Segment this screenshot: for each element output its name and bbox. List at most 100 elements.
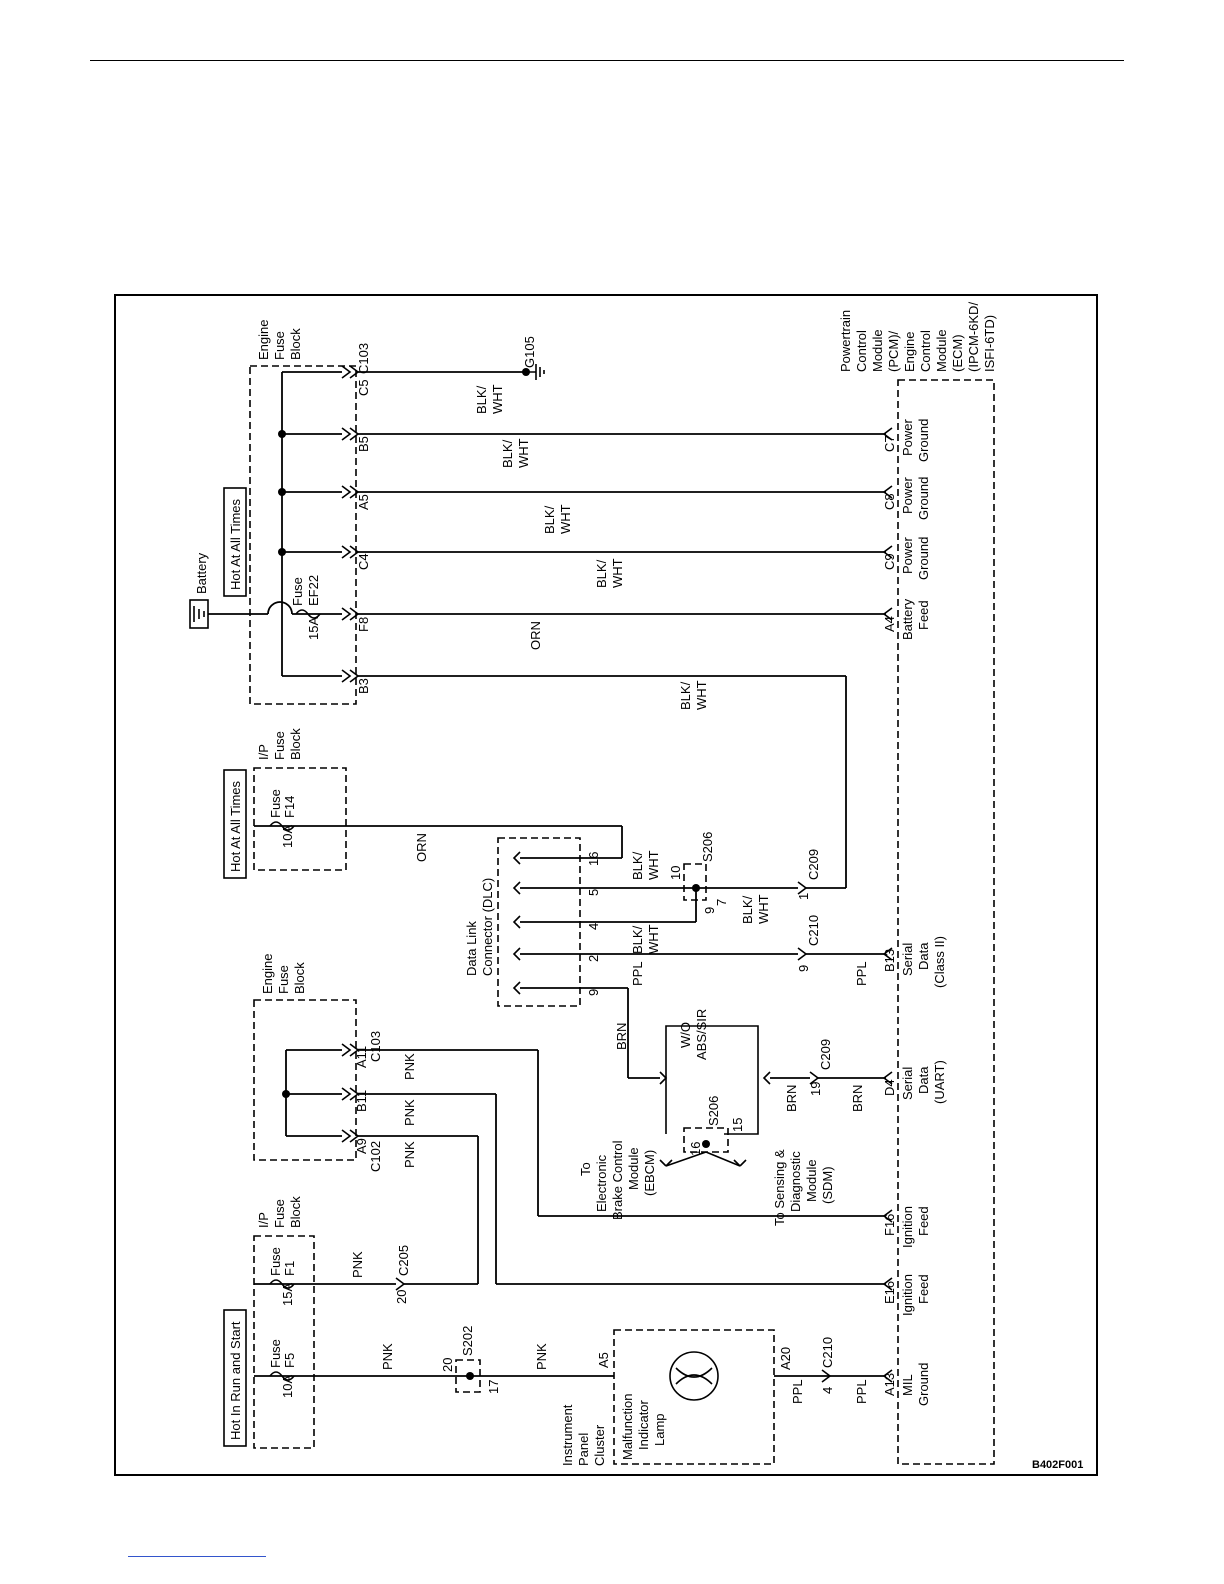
svg-text:B3: B3 xyxy=(356,678,371,694)
engine-bus-2-junction-b5 xyxy=(278,430,286,438)
label-s206-a: S206 xyxy=(700,832,715,862)
svg-text:PNK: PNK xyxy=(380,1343,395,1370)
svg-text:To: To xyxy=(578,1162,593,1176)
svg-text:Block: Block xyxy=(288,328,303,360)
wo-abs-bypass xyxy=(665,1025,759,1078)
label-engine-fuse-block-1: Engine Fuse Block xyxy=(260,954,307,994)
svg-text:Ignition: Ignition xyxy=(900,1274,915,1316)
label-dlc: Data Link Connector (DLC) xyxy=(464,878,495,976)
svg-text:BRN: BRN xyxy=(784,1085,799,1112)
svg-text:(IPCM-6KD/: (IPCM-6KD/ xyxy=(966,302,981,372)
svg-text:Power: Power xyxy=(900,476,915,514)
svg-text:Control: Control xyxy=(918,330,933,372)
fuse-symbols xyxy=(269,609,321,1381)
svg-text:BLK/: BLK/ xyxy=(500,439,515,468)
svg-text:Battery: Battery xyxy=(900,598,915,640)
svg-text:PPL: PPL xyxy=(630,961,645,986)
wire-color-labels: PNK PNK PNK PNK PNK PNK PPL PPL PPL PPL … xyxy=(350,384,869,1404)
svg-text:Feed: Feed xyxy=(916,1206,931,1236)
svg-text:BRN: BRN xyxy=(850,1085,865,1112)
svg-text:BLK/: BLK/ xyxy=(594,559,609,588)
svg-text:Block: Block xyxy=(292,962,307,994)
svg-text:BLK/: BLK/ xyxy=(630,851,645,880)
svg-text:Fuse: Fuse xyxy=(276,965,291,994)
svg-text:Power: Power xyxy=(900,418,915,456)
ip-fuse-block-box-1 xyxy=(253,1235,315,1449)
svg-text:Brake Control: Brake Control xyxy=(610,1140,625,1220)
fuse-f1-label: 15A Fuse F1 xyxy=(268,1247,297,1306)
label-g105: G105 xyxy=(522,336,537,368)
svg-text:Serial: Serial xyxy=(900,1067,915,1100)
svg-text:Fuse: Fuse xyxy=(272,731,287,760)
svg-text:WHT: WHT xyxy=(610,558,625,588)
label-c210-b: C210 xyxy=(820,1337,835,1368)
svg-text:Hot At All Times: Hot At All Times xyxy=(228,780,243,872)
svg-text:C8: C8 xyxy=(882,493,897,510)
svg-text:C9: C9 xyxy=(882,553,897,570)
svg-text:F1: F1 xyxy=(282,1261,297,1276)
svg-text:PPL: PPL xyxy=(854,961,869,986)
svg-text:Module: Module xyxy=(934,329,949,372)
svg-text:B5: B5 xyxy=(356,436,371,452)
svg-text:10A: 10A xyxy=(280,825,295,848)
label-c103-a: C103 xyxy=(368,1031,383,1062)
svg-text:A11: A11 xyxy=(354,1046,369,1068)
svg-text:BLK/: BLK/ xyxy=(542,505,557,534)
top-rule xyxy=(90,60,1124,61)
s202-junction xyxy=(466,1372,474,1380)
svg-text:Module: Module xyxy=(804,1159,819,1202)
svg-text:16: 16 xyxy=(586,852,601,866)
svg-text:PPL: PPL xyxy=(790,1379,805,1404)
label-hot-at-all-times-2: Hot At All Times xyxy=(223,487,247,597)
svg-text:Feed: Feed xyxy=(916,1274,931,1304)
svg-text:Diagnostic: Diagnostic xyxy=(788,1151,803,1212)
svg-text:W/O: W/O xyxy=(678,1022,693,1048)
label-c205: C205 xyxy=(396,1245,411,1276)
svg-text:Data Link: Data Link xyxy=(464,921,479,976)
svg-text:Hot At All Times: Hot At All Times xyxy=(228,498,243,590)
svg-text:Engine: Engine xyxy=(256,320,271,360)
svg-text:F16: F16 xyxy=(882,1214,897,1236)
engine-bus-2-junction-c4 xyxy=(278,548,286,556)
svg-text:I/P: I/P xyxy=(256,744,271,760)
svg-text:Data: Data xyxy=(916,1066,931,1094)
svg-text:F5: F5 xyxy=(282,1353,297,1368)
svg-text:19: 19 xyxy=(808,1082,823,1096)
svg-text:Fuse: Fuse xyxy=(268,789,283,818)
svg-text:Powertrain: Powertrain xyxy=(838,310,853,372)
arrow-ebcm-icon xyxy=(659,1159,673,1167)
svg-text:Ignition: Ignition xyxy=(900,1206,915,1248)
fuse-f5-label: 10A Fuse F5 xyxy=(268,1339,297,1398)
svg-text:Module: Module xyxy=(870,329,885,372)
svg-text:Engine: Engine xyxy=(902,332,917,372)
svg-text:WHT: WHT xyxy=(646,850,661,880)
svg-text:Malfunction: Malfunction xyxy=(620,1394,635,1460)
svg-text:Cluster: Cluster xyxy=(592,1424,607,1466)
pcm-terminal-labels: MIL Ground Ignition Feed Ignition Feed S… xyxy=(900,418,947,1406)
svg-text:Engine: Engine xyxy=(260,954,275,994)
engine-fuse-block-box-2 xyxy=(249,365,357,705)
fuse-ef22-label: 15A Fuse EF22 xyxy=(290,575,321,640)
svg-text:BLK/: BLK/ xyxy=(630,925,645,954)
svg-text:20: 20 xyxy=(394,1290,409,1304)
svg-text:BRN: BRN xyxy=(614,1023,629,1050)
s206-junction-b xyxy=(702,1140,710,1148)
s206-branch xyxy=(665,1078,759,1135)
mil-lamp-symbol xyxy=(669,1351,719,1401)
figure-id: B402F001 xyxy=(1032,1459,1083,1471)
svg-text:20: 20 xyxy=(440,1358,455,1372)
svg-text:Fuse: Fuse xyxy=(272,331,287,360)
label-s206-b: S206 xyxy=(706,1096,721,1126)
svg-text:WHT: WHT xyxy=(756,894,771,924)
svg-text:A5: A5 xyxy=(596,1352,611,1368)
svg-text:ABS/SIR: ABS/SIR xyxy=(694,1009,709,1060)
svg-text:WHT: WHT xyxy=(516,438,531,468)
ip-fuse-block-box-2 xyxy=(253,767,347,871)
s206-junction xyxy=(692,884,700,892)
svg-text:C4: C4 xyxy=(356,553,371,570)
svg-text:BLK/: BLK/ xyxy=(474,385,489,414)
svg-text:Fuse: Fuse xyxy=(268,1247,283,1276)
svg-text:Electronic: Electronic xyxy=(594,1154,609,1212)
svg-text:PNK: PNK xyxy=(534,1343,549,1370)
svg-text:9: 9 xyxy=(796,965,811,972)
